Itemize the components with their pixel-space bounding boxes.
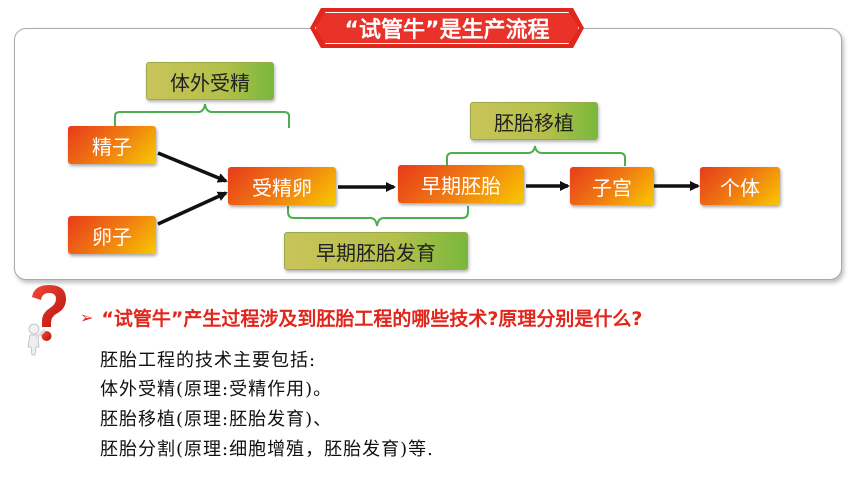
bracket-embryo-transfer [446, 145, 626, 166]
answer-line-4: 胚胎分割(原理:细胞增殖，胚胎发育)等. [100, 439, 434, 460]
tag-embryo-transfer: 胚胎移植 [470, 102, 598, 140]
tag-early-embryo-development: 早期胚胎发育 [284, 232, 468, 270]
question-line: ➢ “试管牛”产生过程涉及到胚胎工程的哪些技术?原理分别是什么? [80, 304, 642, 331]
answer-line-3: 胚胎移植(原理:胚胎发育)、 [100, 409, 333, 430]
node-sperm: 精子 [68, 126, 156, 164]
tag-in-vitro-fertilization: 体外受精 [146, 62, 274, 100]
arrow-egg-to-zygote [157, 191, 228, 226]
node-fertilized-egg: 受精卵 [228, 167, 336, 205]
answer-line-2: 体外受精(原理:受精作用)。 [100, 379, 333, 400]
arrow-bullet-icon: ➢ [80, 308, 94, 327]
bracket-ivf [114, 103, 290, 128]
node-early-embryo: 早期胚胎 [398, 165, 524, 203]
page-title: “试管牛”是生产流程 [344, 18, 550, 43]
node-individual: 个体 [700, 167, 780, 205]
node-uterus: 子宫 [570, 167, 654, 205]
red-question-mark-figure-icon [27, 285, 66, 356]
title-banner: “试管牛”是生产流程 [310, 8, 584, 48]
question-text: “试管牛”产生过程涉及到胚胎工程的哪些技术?原理分别是什么? [101, 308, 643, 330]
node-egg: 卵子 [68, 216, 156, 254]
bracket-early-development [287, 206, 469, 227]
arrow-sperm-to-zygote [157, 151, 228, 183]
answer-line-1: 胚胎工程的技术主要包括: [100, 350, 317, 371]
